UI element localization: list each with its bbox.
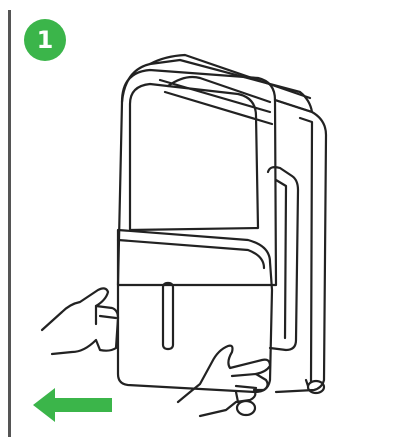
caster-wheel: [237, 401, 255, 415]
left-hand: [42, 288, 118, 354]
water-tank: [118, 230, 272, 392]
right-hand: [178, 346, 270, 416]
dehumidifier-side: [275, 100, 326, 392]
front-top-panel: [130, 84, 258, 230]
left-arrow-icon: [33, 388, 112, 422]
tank-level-window: [163, 283, 173, 349]
dehumidifier-top: [122, 60, 312, 112]
side-handle: [268, 167, 298, 350]
caster-wheel: [308, 381, 324, 393]
